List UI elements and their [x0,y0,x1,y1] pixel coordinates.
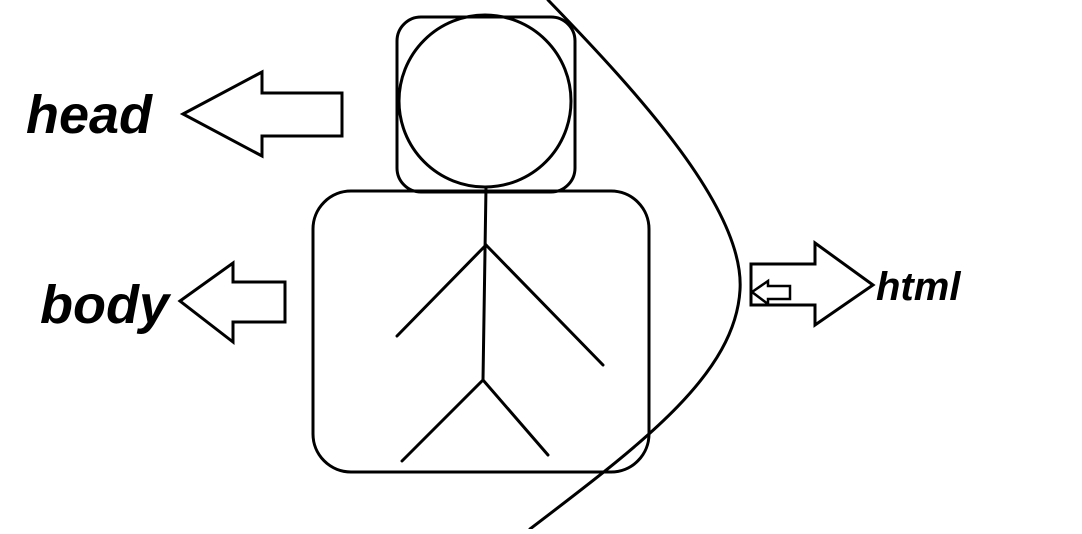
head-label: head [26,85,153,145]
head-arrow [179,69,344,159]
body-arrow [177,260,287,346]
stick-figure-left-arm [395,243,488,338]
stick-figure-right-arm [484,243,605,367]
html-boundary-curve [528,0,742,531]
stick-figure-neck-torso [481,185,488,382]
stick-figure-left-leg [400,378,485,463]
html-arrow [749,240,876,328]
html-small-arrow [749,278,792,307]
body-box [311,189,651,474]
html-label: html [876,265,961,309]
stick-figure-right-leg [481,378,550,457]
head-circle [397,13,573,189]
body-label: body [40,275,169,335]
stick-figure [395,185,605,463]
